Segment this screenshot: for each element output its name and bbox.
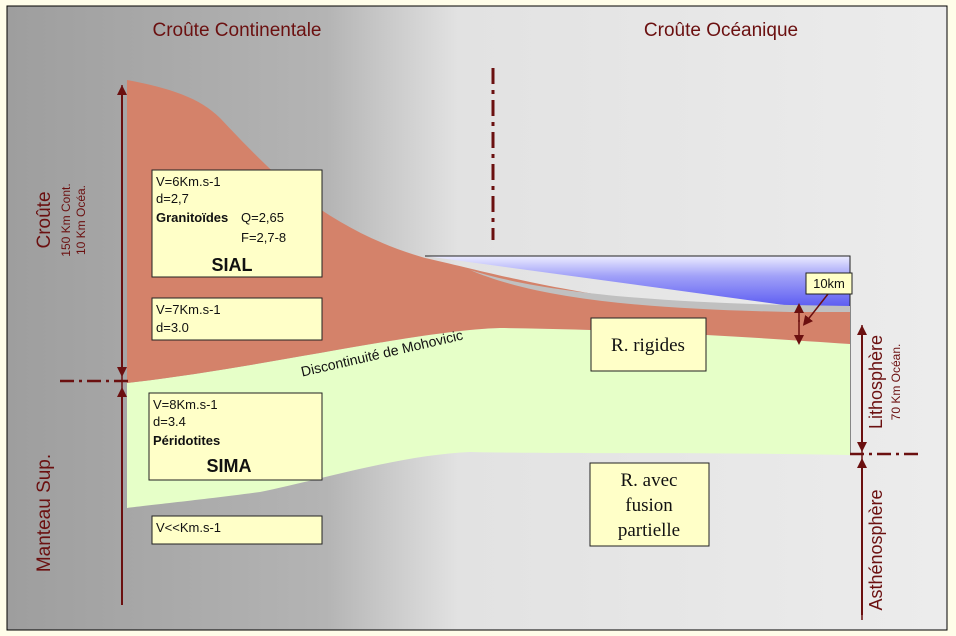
lower-crust-box: V=7Km.s-1 d=3.0: [151, 297, 323, 341]
sima-box: V=8Km.s-1 d=3.4 Péridotites SIMA: [148, 392, 323, 481]
sima-density: d=3.4: [153, 414, 186, 429]
sial-density: d=2,7: [156, 191, 189, 206]
header-continental: Croûte Continentale: [153, 20, 322, 41]
lithosphere-thickness: 70 Km Océan.: [889, 344, 903, 421]
sediment-band: [470, 270, 850, 312]
sial-name: SIAL: [211, 255, 252, 275]
sima-rock: Péridotites: [153, 433, 220, 448]
ocean-water: [425, 256, 850, 314]
rigid-box: R. rigides: [590, 317, 707, 372]
lithosphere-axis-label: Lithosphère: [866, 335, 886, 429]
sima-velocity: V=8Km.s-1: [153, 397, 218, 412]
partial-melt-box: R. avec fusion partielle: [589, 462, 710, 547]
ten-km-box: 10km: [805, 272, 853, 295]
sial-q: Q=2,65: [241, 210, 284, 225]
lower-crust-velocity: V=7Km.s-1: [156, 302, 221, 317]
lower-crust-density: d=3.0: [156, 320, 189, 335]
header-oceanic: Croûte Océanique: [644, 20, 798, 41]
partial-melt-line3: partielle: [618, 520, 680, 541]
sial-rock: Granitoïdes: [156, 210, 228, 225]
partial-melt-line1: R. avec: [621, 470, 678, 491]
sial-box: V=6Km.s-1 d=2,7 Granitoïdes Q=2,65 F=2,7…: [151, 169, 323, 278]
sial-f: F=2,7-8: [241, 230, 286, 245]
partial-melt-line2: fusion: [625, 495, 673, 516]
ten-km-pointer: [802, 293, 829, 326]
asthenosphere-velocity: V<<Km.s-1: [156, 520, 221, 535]
asthenosphere-axis-label: Asthénosphère: [866, 489, 886, 610]
crust-axis-label: Croûte: [34, 191, 55, 248]
ten-km-label: 10km: [813, 276, 845, 291]
sima-name: SIMA: [207, 456, 252, 476]
asthenosphere-box: V<<Km.s-1: [151, 515, 323, 545]
mantle-axis-label: Manteau Sup.: [34, 454, 55, 572]
crust-thickness-cont: 150 Km Cont.: [59, 183, 73, 256]
rigid-label: R. rigides: [611, 335, 685, 356]
crust-thickness-ocean: 10 Km Océa.: [74, 185, 88, 255]
sial-velocity: V=6Km.s-1: [156, 174, 221, 189]
